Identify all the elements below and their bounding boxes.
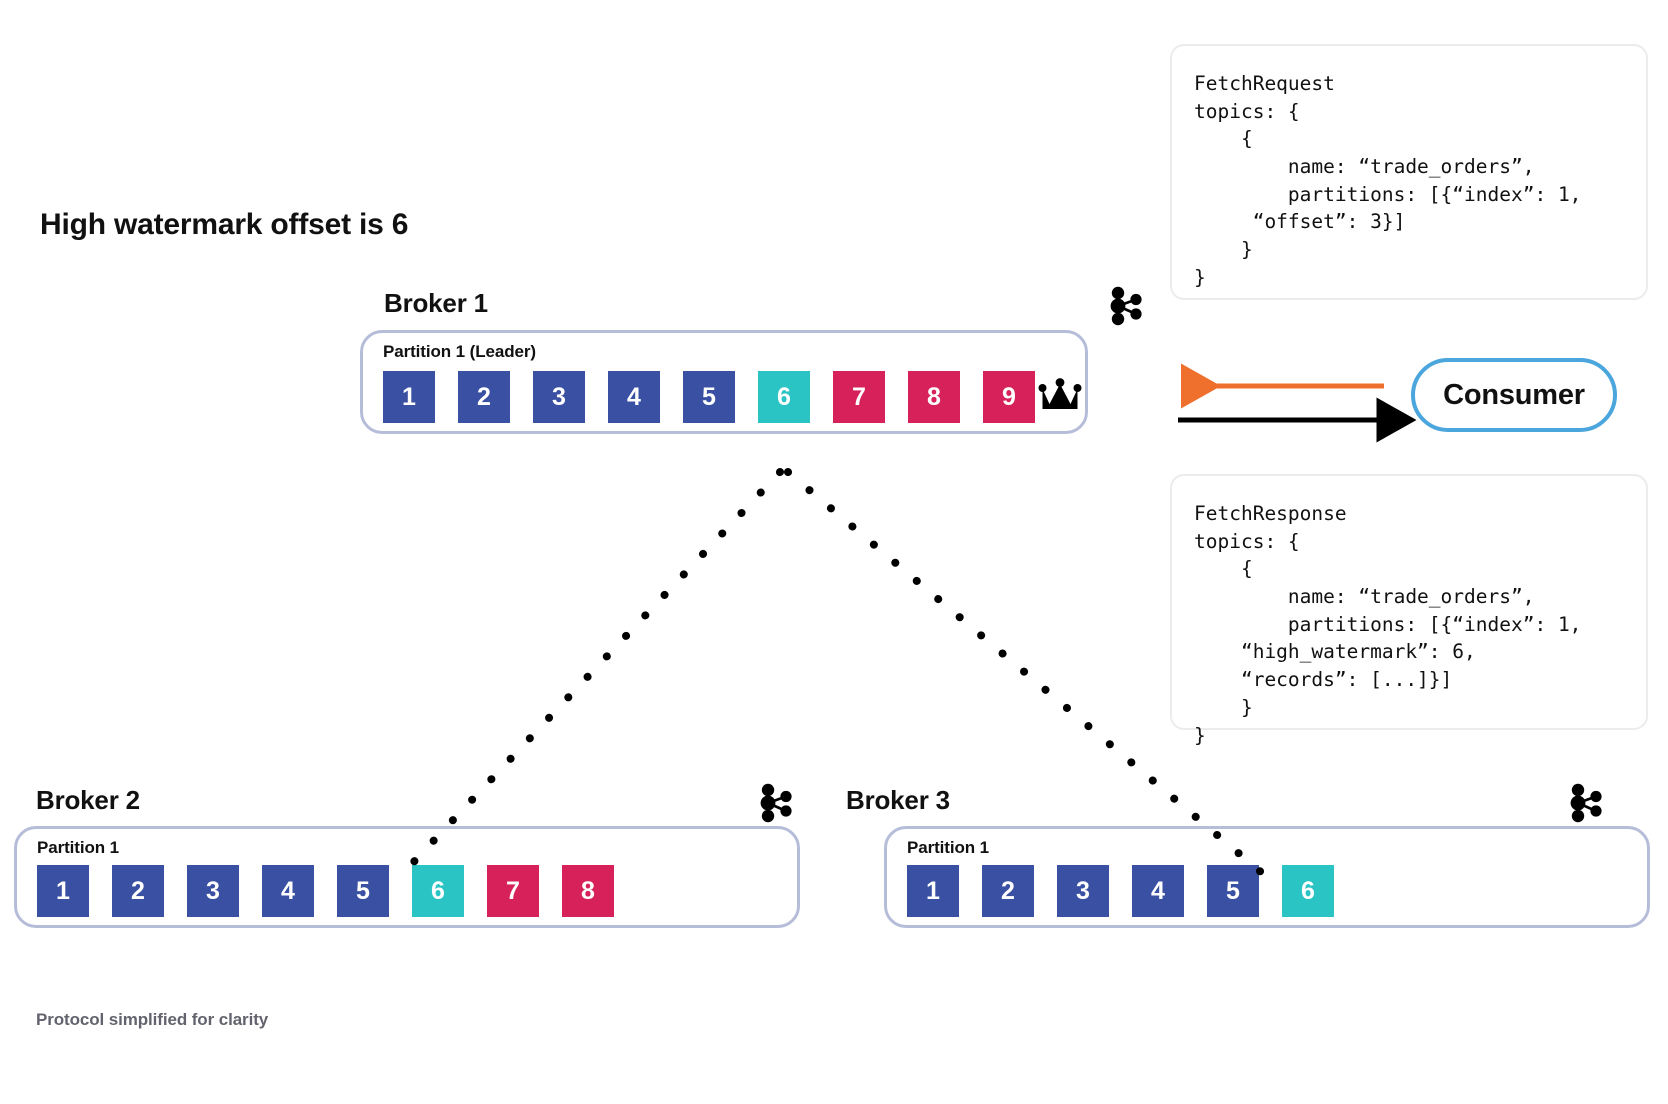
fetch-response-panel: FetchResponse topics: { { name: “trade_o… <box>1170 474 1648 747</box>
offset-cell-high-watermark[interactable]: 6 <box>412 865 464 917</box>
consumer-node[interactable]: Consumer <box>1411 358 1617 432</box>
offset-cell[interactable]: 3 <box>187 865 239 917</box>
fetch-request-panel: FetchRequest topics: { { name: “trade_or… <box>1170 44 1648 300</box>
broker-3-partition-label: Partition 1 <box>907 838 990 857</box>
kafka-logo-icon <box>1568 783 1604 828</box>
fetch-response-code: FetchResponse topics: { { name: “trade_o… <box>1194 502 1582 747</box>
offset-cell[interactable]: 1 <box>907 865 959 917</box>
offset-cell[interactable]: 5 <box>337 865 389 917</box>
kafka-logo-icon <box>1108 286 1144 331</box>
broker-2-label: Broker 2 <box>36 785 140 815</box>
offset-cell[interactable]: 7 <box>833 371 885 423</box>
offset-cell[interactable]: 5 <box>683 371 735 423</box>
offset-cell[interactable]: 1 <box>383 371 435 423</box>
offset-cell[interactable]: 7 <box>487 865 539 917</box>
broker-3-offset-list: 1 2 3 4 5 6 <box>907 865 1334 917</box>
offset-cell[interactable]: 3 <box>533 371 585 423</box>
broker-1-partition-label: Partition 1 (Leader) <box>383 342 536 361</box>
broker-2-partition-box: Partition 1 1 2 3 4 5 6 7 8 <box>14 826 800 928</box>
offset-cell[interactable]: 2 <box>982 865 1034 917</box>
broker-2-offset-list: 1 2 3 4 5 6 7 8 <box>37 865 614 917</box>
page-title: High watermark offset is 6 <box>40 208 409 241</box>
offset-cell[interactable]: 1 <box>37 865 89 917</box>
footer-note: Protocol simplified for clarity <box>36 1010 269 1029</box>
broker-1-partition-box: Partition 1 (Leader) 1 2 3 4 5 6 7 8 9 <box>360 330 1088 434</box>
kafka-logo-icon <box>758 783 794 828</box>
offset-cell[interactable]: 4 <box>262 865 314 917</box>
crown-icon <box>1038 378 1082 419</box>
consumer-label: Consumer <box>1443 378 1585 411</box>
broker-3-partition-box: Partition 1 1 2 3 4 5 6 <box>884 826 1650 928</box>
broker-3-label: Broker 3 <box>846 785 950 815</box>
fetch-request-code: FetchRequest topics: { { name: “trade_or… <box>1194 72 1582 289</box>
broker-2-partition-label: Partition 1 <box>37 838 120 857</box>
offset-cell[interactable]: 2 <box>458 371 510 423</box>
replication-line-broker2 <box>404 468 784 872</box>
offset-cell[interactable]: 4 <box>608 371 660 423</box>
offset-cell[interactable]: 8 <box>908 371 960 423</box>
broker-1-label: Broker 1 <box>384 288 488 318</box>
offset-cell-high-watermark[interactable]: 6 <box>1282 865 1334 917</box>
broker-1-offset-list: 1 2 3 4 5 6 7 8 9 <box>383 371 1035 423</box>
offset-cell[interactable]: 8 <box>562 865 614 917</box>
offset-cell[interactable]: 4 <box>1132 865 1184 917</box>
offset-cell[interactable]: 3 <box>1057 865 1109 917</box>
offset-cell[interactable]: 5 <box>1207 865 1259 917</box>
offset-cell-high-watermark[interactable]: 6 <box>758 371 810 423</box>
offset-cell[interactable]: 9 <box>983 371 1035 423</box>
offset-cell[interactable]: 2 <box>112 865 164 917</box>
